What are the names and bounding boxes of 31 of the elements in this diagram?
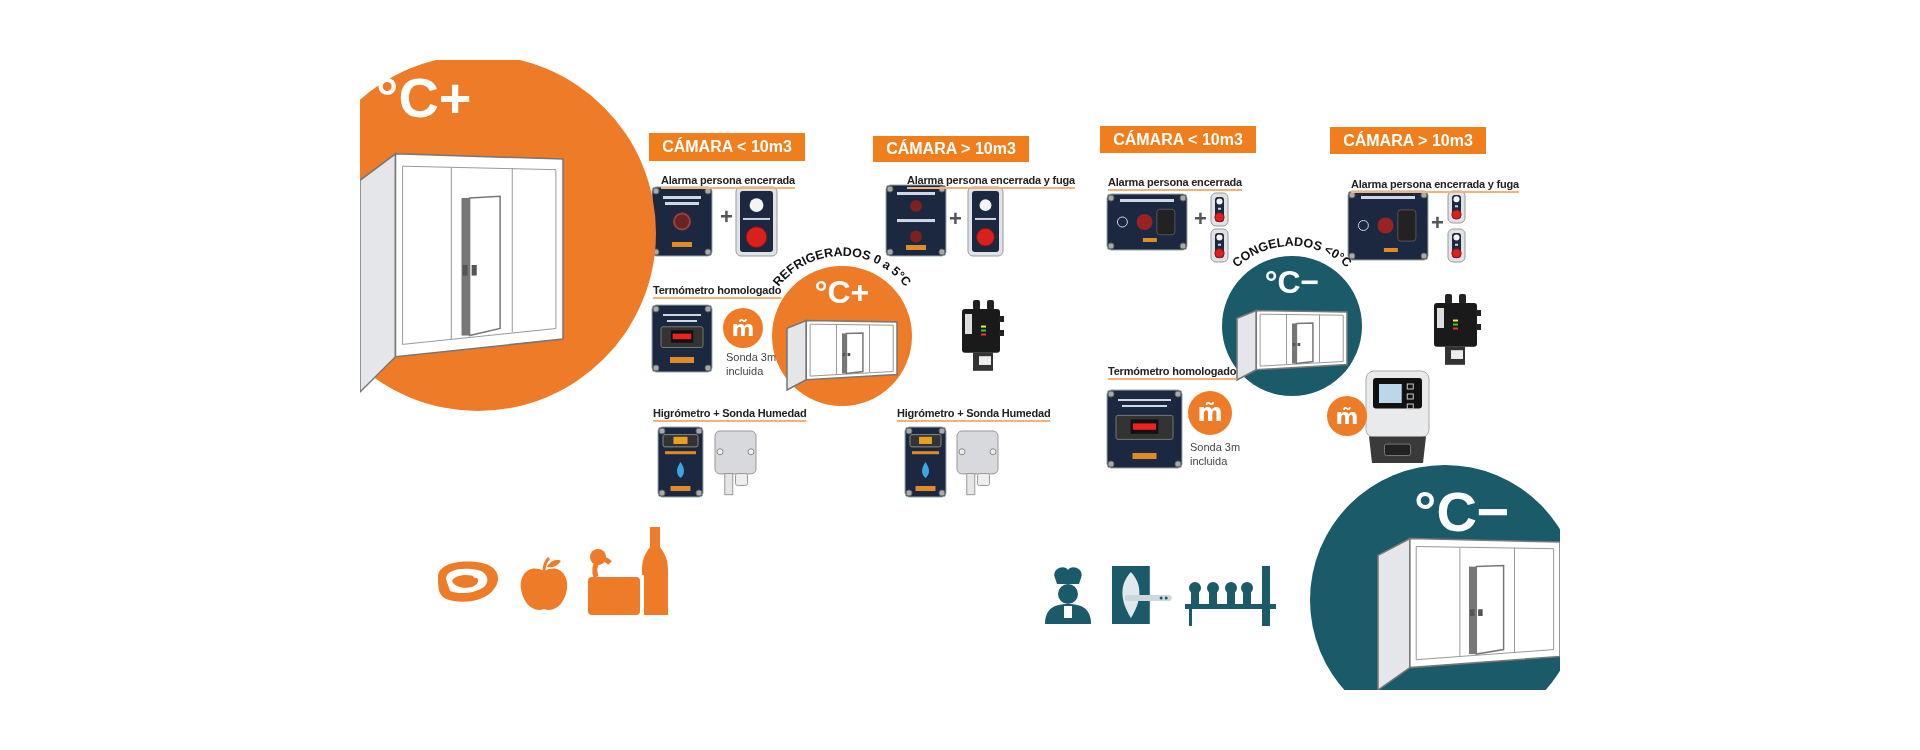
temperature-symbol: °C+ [376, 70, 472, 126]
metrology-mark [1327, 396, 1367, 436]
metrology-symbol: m̃ [1335, 403, 1359, 429]
banner-title: CÁMARA > 10m3 [886, 140, 1016, 158]
banner-title: CÁMARA < 10m3 [1113, 130, 1243, 149]
probe-note: Sonda 3m incluida [726, 350, 778, 378]
temperature-symbol: °C− [1264, 266, 1320, 298]
plus-sign: + [1194, 208, 1207, 230]
plus-sign: + [720, 206, 733, 228]
plus-sign: + [949, 208, 962, 230]
metrology-mark [1188, 391, 1232, 435]
temperature-zone-panel [1310, 465, 1560, 690]
category-banner [1100, 126, 1256, 153]
banner-title: CÁMARA > 10m3 [1343, 131, 1473, 150]
section-heading: Alarma persona encerrada y fuga [907, 174, 1076, 186]
category-banner [873, 136, 1029, 162]
metrology-symbol: m̃ [1197, 399, 1223, 427]
plus-sign: + [1431, 212, 1444, 234]
section-heading: Termómetro homologado [1108, 365, 1237, 377]
section-heading: Alarma persona encerrada y fuga [1351, 178, 1520, 190]
metrology-mark [723, 308, 763, 348]
probe-note: Sonda 3m incluida [1190, 440, 1242, 468]
category-banner [649, 133, 805, 161]
temperature-symbol: °C− [1414, 484, 1510, 540]
section-heading: Higrómetro + Sonda Humedad [653, 407, 807, 419]
section-heading: Higrómetro + Sonda Humedad [897, 407, 1051, 419]
metrology-symbol: m̃ [731, 315, 755, 341]
banner-title: CÁMARA < 10m3 [662, 138, 792, 156]
category-banner [1330, 127, 1486, 154]
section-heading: Alarma persona encerrada [1108, 176, 1242, 188]
section-heading: Alarma persona encerrada [661, 174, 795, 186]
